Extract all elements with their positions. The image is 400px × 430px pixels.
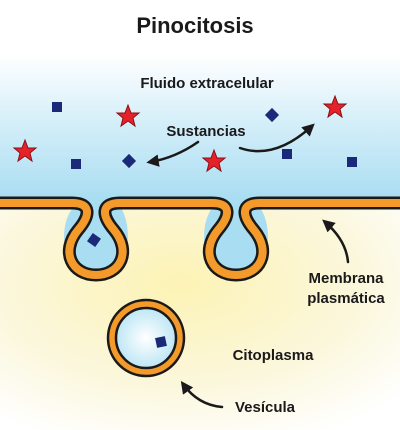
arrow-substances-left <box>146 140 200 167</box>
extracellular-fluid <box>0 55 400 200</box>
particle <box>87 233 101 247</box>
particle <box>282 149 292 159</box>
label-extracellular-fluid: Fluido extracelular <box>140 75 274 92</box>
arrow-membrane <box>322 219 350 264</box>
particle <box>347 157 357 167</box>
label-membrane-line2: plasmática <box>307 290 385 307</box>
particle <box>264 107 280 123</box>
page-title: Pinocitosis <box>136 13 253 38</box>
arrows <box>146 123 350 409</box>
plasma-membrane <box>0 199 400 279</box>
star-particle <box>322 94 348 119</box>
label-vesicle: Vesícula <box>235 399 296 416</box>
star-particles <box>12 94 348 173</box>
star-particle <box>12 138 38 163</box>
star-particle <box>115 103 141 128</box>
particle <box>52 102 62 112</box>
arrow-vesicle <box>180 380 224 409</box>
particle <box>71 159 81 169</box>
label-cytoplasm: Citoplasma <box>233 347 315 364</box>
vesicle <box>106 298 186 378</box>
star-particle <box>201 148 227 173</box>
label-membrane-line1: Membrana <box>308 270 384 287</box>
particle <box>155 336 167 348</box>
arrow-substances-right <box>238 123 315 153</box>
square-particles <box>52 102 357 247</box>
label-substances: Sustancias <box>166 123 245 140</box>
